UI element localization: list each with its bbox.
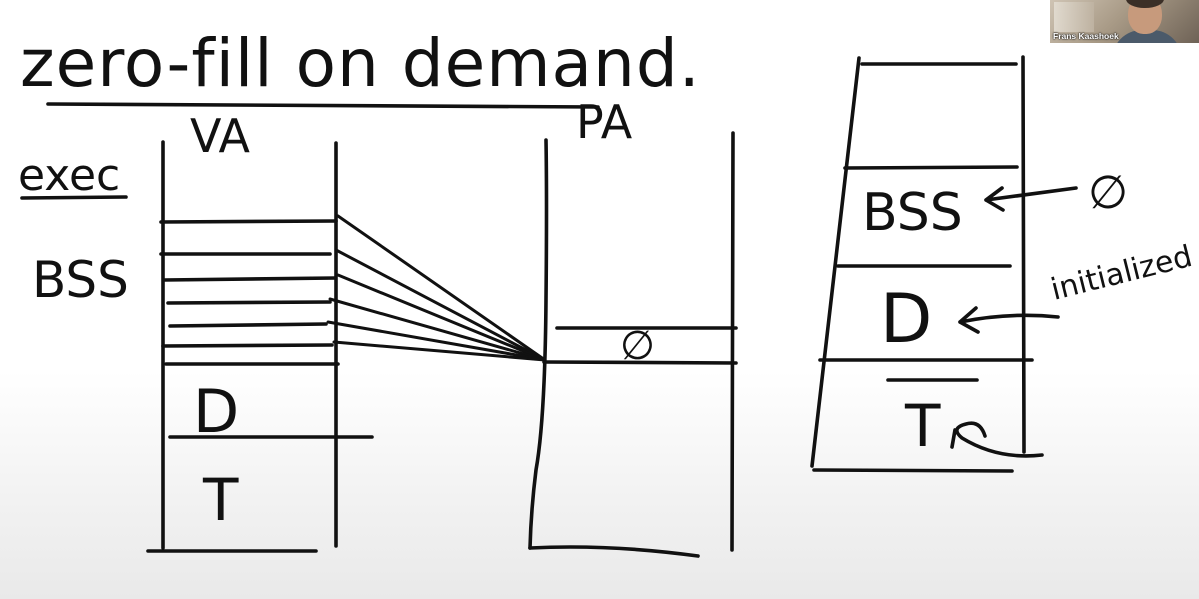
exec-bottom-line <box>812 468 1014 473</box>
va-page-line <box>168 322 328 328</box>
pa-right-border <box>730 131 735 552</box>
mapping-line <box>332 340 547 362</box>
va-bss-pages <box>159 219 340 366</box>
mapping-line <box>336 214 547 362</box>
va-text-label: T <box>202 466 239 534</box>
video-thumbnail: Frans Kaashoek <box>1050 0 1199 43</box>
pa-left-border <box>528 138 549 550</box>
mapping-line <box>326 320 547 362</box>
va-bss-side-label: BSS <box>32 251 129 309</box>
participant-name: Frans Kaashoek <box>1053 31 1119 41</box>
bss-mapping-lines <box>326 214 547 362</box>
bss-arrow <box>984 186 1078 212</box>
va-page-line <box>162 276 337 282</box>
exec-label: exec <box>18 150 120 201</box>
zero-page-bottom-line <box>542 360 738 365</box>
va-page-line <box>159 219 338 224</box>
data-arrow-source-label: initialized <box>1047 239 1195 308</box>
text-arrow <box>950 421 1044 458</box>
exec-right-border <box>1021 55 1026 454</box>
exec-left-border <box>810 56 861 468</box>
exec-bss-label: BSS <box>862 183 963 243</box>
va-page-line <box>161 343 334 348</box>
mapping-line <box>328 297 547 362</box>
title-underline <box>46 102 600 109</box>
participant-hair <box>1126 0 1164 8</box>
pa-heading: PA <box>576 95 633 149</box>
exec-underline <box>20 195 128 200</box>
exec-data-label: D <box>880 280 932 359</box>
exec-bss-top-line <box>843 165 1019 170</box>
mapping-line <box>336 273 547 362</box>
zero-page-label: ∅ <box>620 323 655 369</box>
pa-bottom-border <box>528 545 700 558</box>
data-arrow <box>958 306 1060 334</box>
bss-arrow-source-label: ∅ <box>1088 165 1128 219</box>
participant-torso <box>1112 30 1182 43</box>
title-text: zero-fill on demand. <box>20 25 701 102</box>
va-heading: VA <box>190 109 251 163</box>
mapping-line <box>334 248 547 362</box>
va-page-line <box>166 300 332 305</box>
exec-text-label: T <box>904 392 941 460</box>
background-shelf <box>1054 2 1094 32</box>
